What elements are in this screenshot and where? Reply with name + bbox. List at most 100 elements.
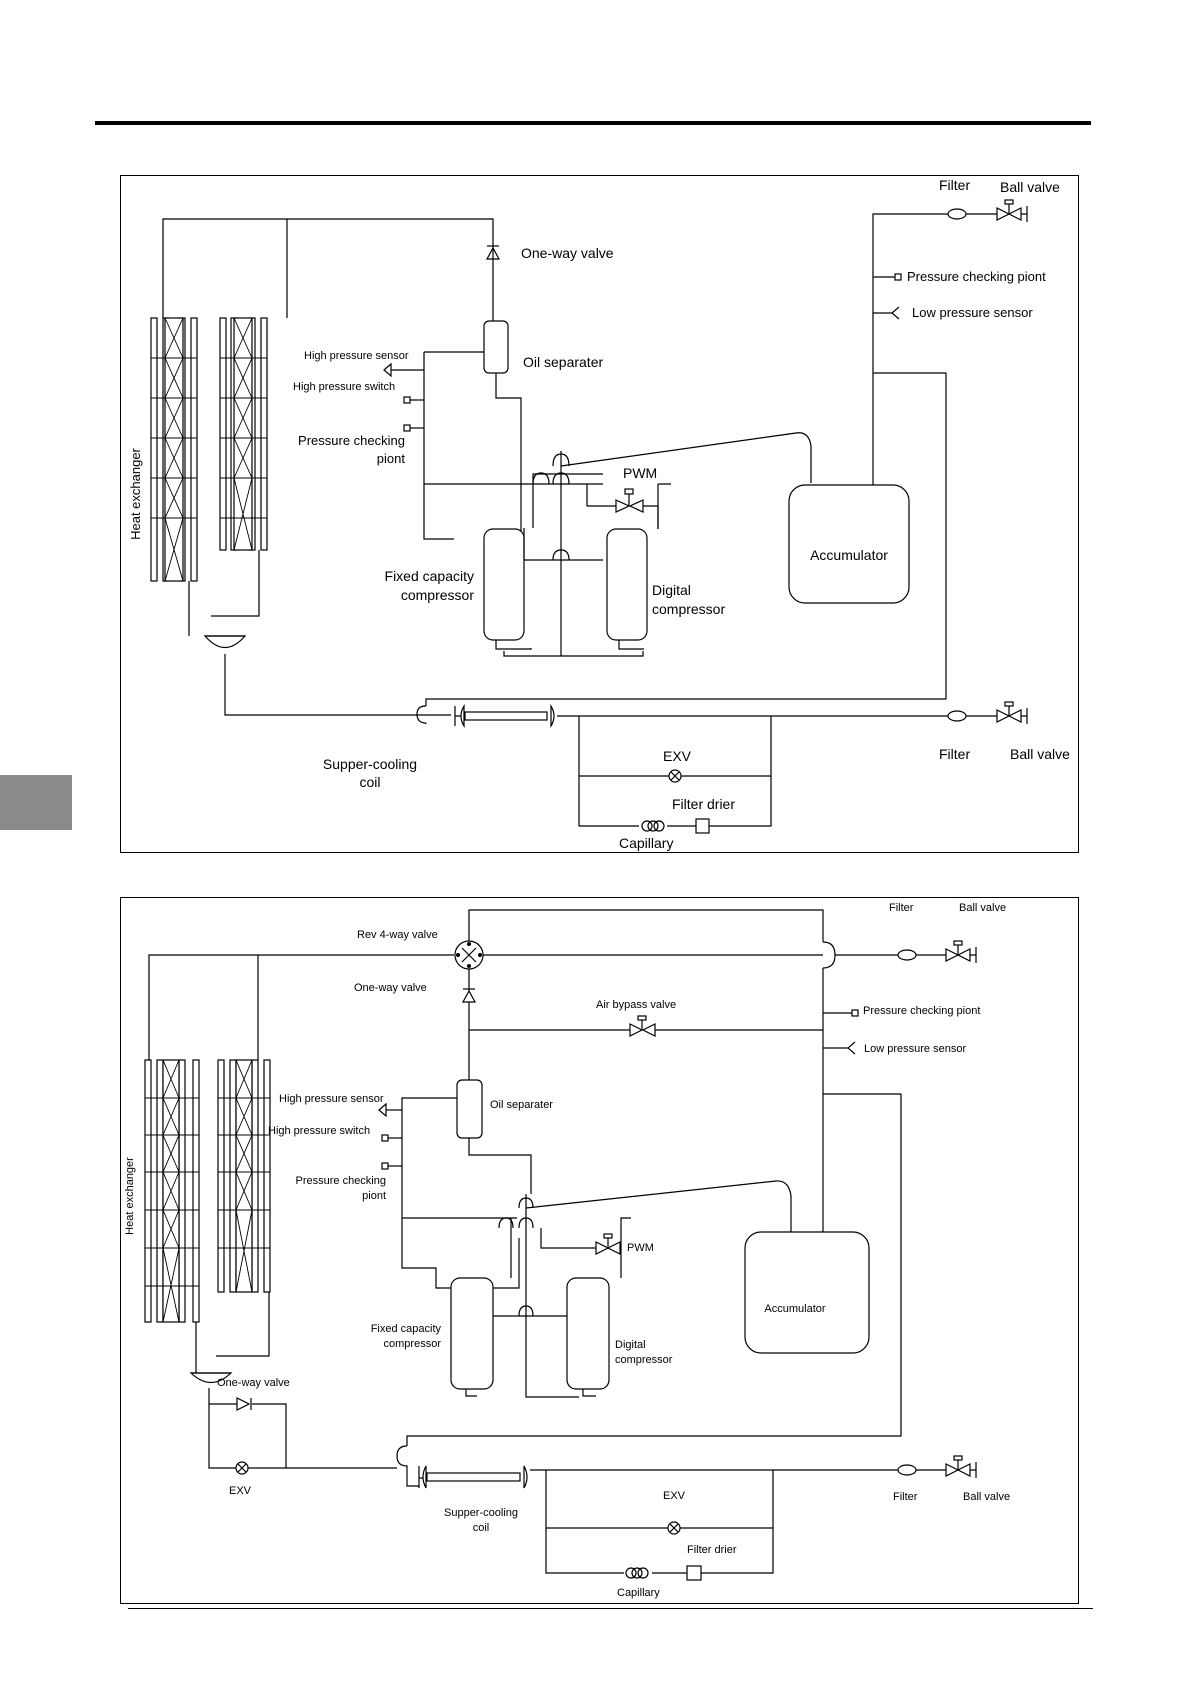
fixed-compressor-label-2: compressor — [401, 587, 474, 603]
ball-valve-top-label: Ball valve — [1000, 179, 1060, 195]
low-pressure-sensor-label: Low pressure sensor — [864, 1043, 966, 1055]
accumulator-vessel — [744, 1231, 870, 1354]
fixed-capacity-compressor — [483, 528, 525, 641]
high-pressure-switch-icon — [403, 396, 411, 404]
refrigerant-diagram-heat-pump: Heat exchanger Rev 4-way valve Filter — [120, 897, 1079, 1604]
low-pressure-sensor-icon — [847, 1041, 856, 1055]
filter-drier-icon — [695, 818, 710, 834]
filter-top-label: Filter — [889, 902, 914, 914]
high-pressure-sensor-icon — [383, 362, 392, 378]
header-rule — [95, 121, 1091, 125]
pressure-checking-point-low-label: Pressure checking piont — [863, 1005, 980, 1017]
pressure-checking-point-low-icon — [851, 1009, 859, 1017]
one-way-valve-icon — [485, 245, 501, 260]
capillary-icon — [641, 820, 665, 832]
digital-compressor-label-2: compressor — [652, 601, 725, 617]
high-pressure-switch-label: High pressure switch — [293, 381, 395, 393]
digital-compressor-label-2: compressor — [615, 1354, 673, 1366]
subcooling-coil-icon — [418, 1465, 899, 1489]
one-way-valve-bottom-label: One-way valve — [217, 1377, 290, 1389]
high-pressure-switch-label: High pressure switch — [268, 1125, 370, 1137]
one-way-valve-top-label: One-way valve — [354, 982, 427, 994]
fixed-compressor-label-2: compressor — [384, 1338, 442, 1350]
oil-separator-label: Oil separater — [523, 354, 603, 370]
pressure-checking-point-high-label-2: piont — [362, 1190, 386, 1202]
filter-bottom-icon — [897, 1464, 917, 1476]
fixed-capacity-compressor — [450, 1277, 494, 1390]
ball-valve-top-icon — [945, 940, 977, 963]
heat-exchanger-coil-icon — [150, 317, 268, 582]
pressure-checking-point-high-label: Pressure checking — [298, 433, 405, 448]
distributor-icon — [203, 635, 247, 649]
ball-valve-top-icon — [996, 199, 1028, 222]
subcooling-coil-label-2: coil — [473, 1522, 490, 1534]
exv-label: EXV — [663, 748, 692, 764]
digital-compressor-label: Digital — [615, 1339, 646, 1351]
pressure-checking-point-high-label: Pressure checking — [296, 1175, 387, 1187]
chapter-tab — [0, 775, 72, 830]
heat-exchanger-coil-icon — [144, 1059, 271, 1323]
capillary-label: Capillary — [619, 835, 673, 851]
filter-top-icon — [947, 208, 967, 220]
digital-compressor — [606, 528, 648, 641]
heat-pump-schematic-svg: Heat exchanger Rev 4-way valve Filter — [124, 902, 1010, 1599]
accumulator-vessel — [788, 484, 910, 604]
exv-label: EXV — [663, 1490, 686, 1502]
ball-valve-bottom-label: Ball valve — [963, 1491, 1010, 1503]
digital-compressor — [566, 1277, 610, 1390]
rev-4-way-valve-label: Rev 4-way valve — [357, 929, 438, 941]
filter-bottom-label: Filter — [939, 746, 970, 762]
oil-separator-vessel — [456, 1079, 483, 1139]
pwm-valve-icon — [615, 488, 644, 513]
one-way-valve-bottom-icon — [236, 1397, 252, 1411]
ball-valve-top-label: Ball valve — [959, 902, 1006, 914]
high-pressure-switch-icon — [381, 1134, 389, 1142]
one-way-valve-top-icon — [461, 988, 477, 1003]
subcooling-coil-icon — [454, 703, 951, 729]
filter-drier-label: Filter drier — [672, 796, 735, 812]
pwm-label: PWM — [627, 1242, 654, 1254]
filter-bottom-icon — [947, 710, 967, 722]
oil-separator-label: Oil separater — [490, 1099, 553, 1111]
ball-valve-bottom-icon — [945, 1455, 977, 1478]
subcooling-coil-label: Supper-cooling — [323, 756, 417, 772]
footer-rule — [128, 1608, 1093, 1609]
filter-top-icon — [897, 949, 917, 961]
high-pressure-sensor-icon — [378, 1102, 387, 1118]
ball-valve-bottom-icon — [996, 701, 1028, 724]
subcooling-coil-label-2: coil — [359, 774, 380, 790]
pressure-checking-point-low-label: Pressure checking piont — [907, 269, 1046, 284]
ball-valve-bottom-label: Ball valve — [1010, 746, 1070, 762]
heat-exchanger-label: Heat exchanger — [128, 447, 143, 539]
filter-drier-icon — [686, 1565, 702, 1581]
exv-left-label: EXV — [229, 1485, 252, 1497]
filter-drier-label: Filter drier — [687, 1544, 737, 1556]
air-bypass-valve-label: Air bypass valve — [596, 999, 676, 1011]
pressure-checking-point-high-icon — [403, 424, 411, 432]
accumulator-label: Accumulator — [764, 1303, 825, 1315]
high-pressure-sensor-label: High pressure sensor — [279, 1093, 384, 1105]
digital-compressor-label: Digital — [652, 582, 691, 598]
filter-bottom-label: Filter — [893, 1491, 918, 1503]
pressure-checking-point-low-icon — [894, 273, 902, 281]
fixed-compressor-label: Fixed capacity — [385, 568, 474, 584]
oil-separator-vessel — [483, 320, 509, 374]
refrigerant-diagram-cooling: Heat exchanger One-way valve Oil separat… — [120, 175, 1079, 853]
cooling-schematic-svg: Heat exchanger One-way valve Oil separat… — [128, 177, 1070, 851]
pwm-valve-icon — [595, 1233, 621, 1255]
subcooling-coil-label: Supper-cooling — [444, 1507, 518, 1519]
pressure-checking-point-high-icon — [381, 1162, 389, 1170]
low-pressure-sensor-icon — [891, 306, 900, 320]
heat-exchanger-label: Heat exchanger — [124, 1157, 136, 1235]
fixed-compressor-label: Fixed capacity — [371, 1323, 442, 1335]
filter-top-label: Filter — [939, 177, 970, 193]
pwm-label: PWM — [623, 465, 657, 481]
one-way-valve-label: One-way valve — [521, 245, 614, 261]
pressure-checking-point-high-label-2: piont — [377, 451, 406, 466]
air-bypass-valve-icon — [629, 1015, 656, 1037]
high-pressure-sensor-label: High pressure sensor — [304, 350, 409, 362]
capillary-icon — [625, 1567, 649, 1579]
capillary-label: Capillary — [617, 1587, 660, 1599]
accumulator-label: Accumulator — [810, 547, 888, 563]
